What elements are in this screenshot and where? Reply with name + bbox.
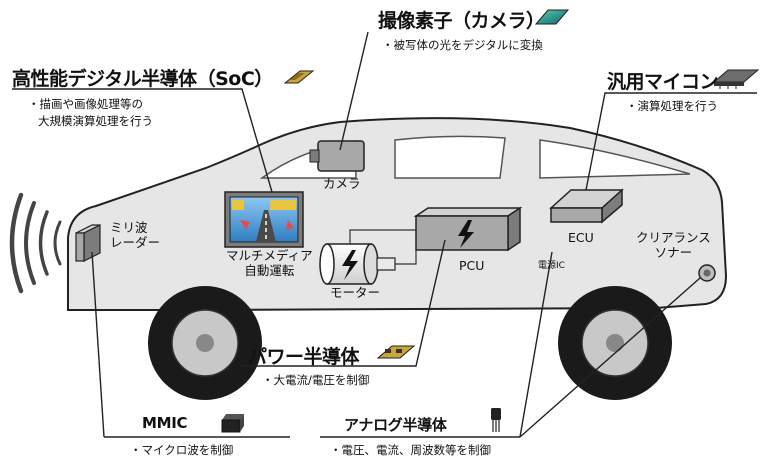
mmic-desc: ・マイクロ波を制御 xyxy=(130,443,234,457)
image-sensor-icon xyxy=(534,9,570,25)
rear-wheel xyxy=(148,286,262,400)
power-module-icon xyxy=(376,345,416,359)
leader-power xyxy=(240,239,446,367)
camera-unit xyxy=(309,140,365,172)
leader-analog-sonar xyxy=(519,277,701,438)
motor-unit xyxy=(319,243,396,285)
radar-unit xyxy=(75,224,101,262)
multimedia-label-line1: マルチメディア xyxy=(226,248,313,263)
sonar-label-line2: ソナー xyxy=(654,245,693,260)
multimedia-label-line2: 自動運転 xyxy=(244,263,295,278)
analog-title: アナログ半導体 xyxy=(344,416,447,434)
radar-label-line2: レーダー xyxy=(110,235,161,250)
camera-label: カメラ xyxy=(323,176,361,191)
ecu-unit xyxy=(549,188,624,224)
leader-mmic-vertical xyxy=(91,251,105,438)
image-sensor-desc: ・被写体の光をデジタルに変換 xyxy=(382,38,543,52)
front-window xyxy=(539,139,691,179)
sonar-label: クリアランス ソナー xyxy=(636,230,711,260)
mcu-title: 汎用マイコン xyxy=(607,71,719,93)
image-sensor-title: 撮像素子（カメラ） xyxy=(378,10,545,32)
soc-desc-line2: 大規模演算処理を行う xyxy=(38,114,153,128)
mmic-package-icon xyxy=(221,414,244,433)
leader-soc xyxy=(12,88,273,193)
side-window xyxy=(394,135,506,179)
leader-lines xyxy=(12,31,757,438)
mmic-title: MMIC xyxy=(142,414,188,432)
power-desc: ・大電流/電圧を制御 xyxy=(262,373,370,387)
mcu-desc: ・演算処理を行う xyxy=(626,99,718,113)
radar-label: ミリ波 レーダー xyxy=(110,220,160,250)
radar-label-line1: ミリ波 xyxy=(110,220,148,235)
transistor-icon xyxy=(491,408,501,432)
leader-analog-ic xyxy=(519,251,553,438)
multimedia-display xyxy=(224,191,304,248)
power-title: パワー半導体 xyxy=(248,346,360,368)
ecu-label: ECU xyxy=(568,230,594,245)
chip-icon xyxy=(283,70,315,84)
radar-waves xyxy=(9,192,62,294)
power-ic-label: 電源IC xyxy=(538,261,565,271)
motor-pcu-wiring xyxy=(349,229,417,265)
microcontroller-icon xyxy=(712,69,760,89)
multimedia-label: マルチメディア 自動運転 xyxy=(226,248,313,278)
leader-mcu xyxy=(585,92,757,191)
leader-camera xyxy=(339,31,369,151)
pcu-unit xyxy=(413,206,523,252)
motor-label: モーター xyxy=(330,285,381,300)
front-wheel xyxy=(558,286,672,400)
soc-title: 高性能デジタル半導体（SoC） xyxy=(12,68,273,90)
analog-desc: ・電圧、電流、周波数等を制御 xyxy=(330,443,491,457)
soc-desc-line1: ・描画や画像処理等の xyxy=(28,97,143,111)
pcu-label: PCU xyxy=(459,258,485,273)
sonar-label-line1: クリアランス xyxy=(636,230,711,245)
sonar-unit xyxy=(698,264,716,282)
